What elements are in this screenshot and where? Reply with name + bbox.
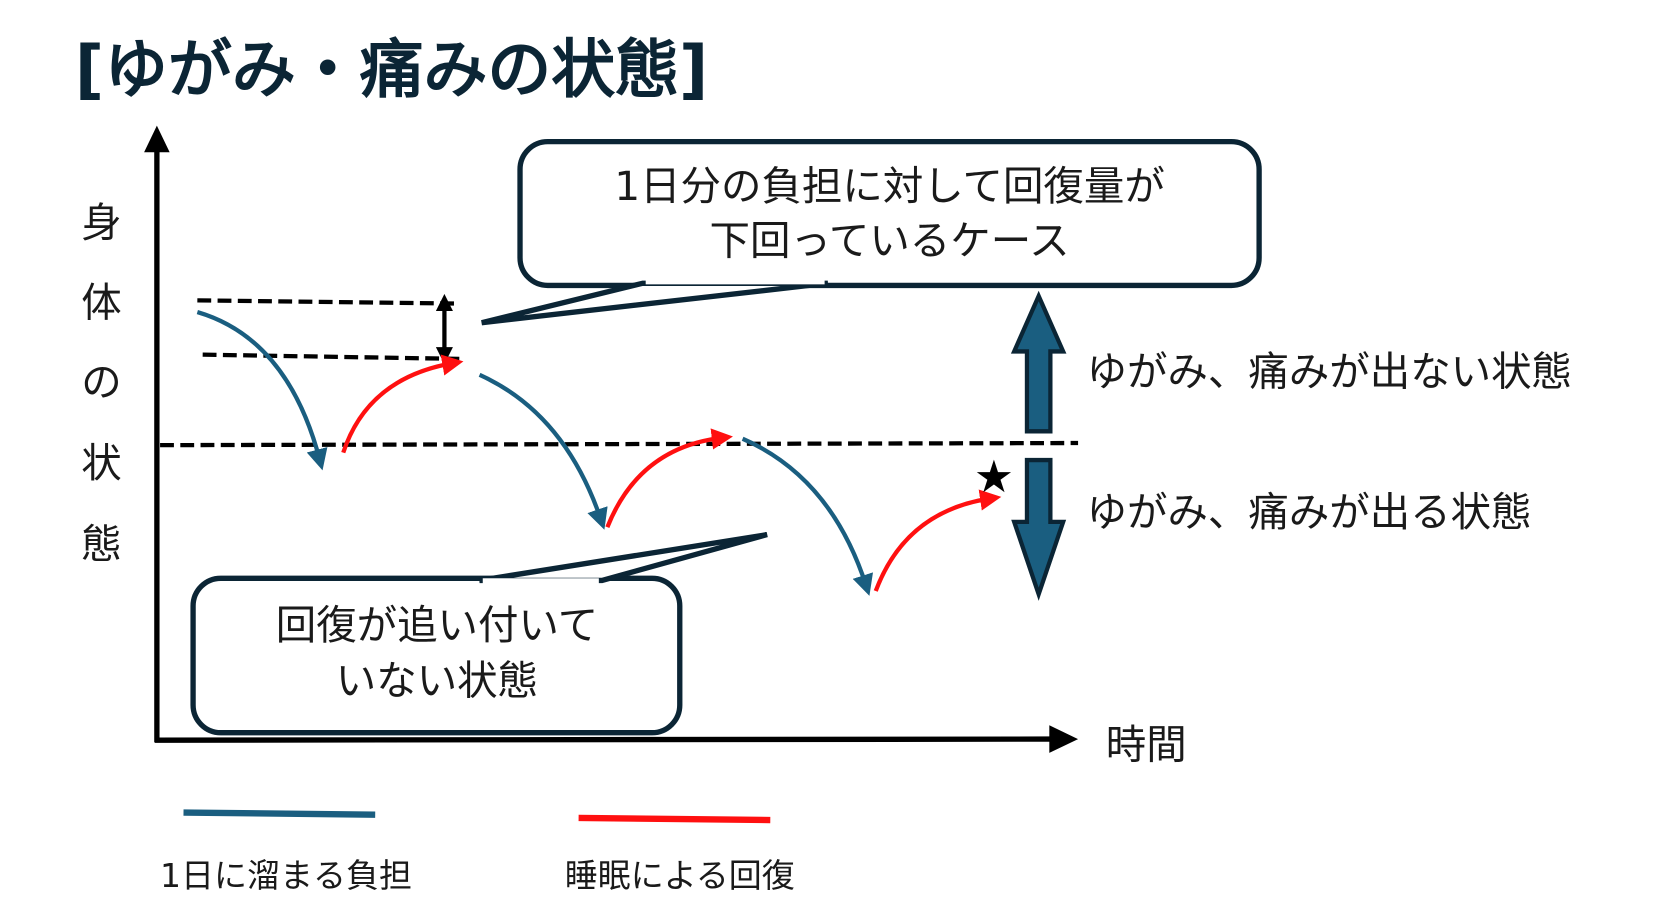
top-callout-line2: 下回っているケース <box>710 217 1070 265</box>
legend-recovery-swatch <box>578 814 771 824</box>
legend-burden-swatch <box>183 809 376 818</box>
x-axis-arrow-icon <box>1049 725 1079 753</box>
y-axis-label: 身 体 の 状 態 <box>81 198 121 568</box>
svg-text:身: 身 <box>81 198 121 246</box>
bottom-callout: 回復が追い付いて いない状態 <box>190 531 768 736</box>
down-arrow-icon <box>1011 457 1067 601</box>
x-axis <box>154 725 1079 753</box>
recovery-curve <box>873 489 1002 592</box>
legend-burden-label: 1日に溜まる負担 <box>160 856 412 895</box>
no-pain-state-label: ゆがみ、痛みが出ない状態 <box>1087 348 1572 396</box>
x-axis-label: 時間 <box>1106 720 1187 768</box>
svg-text:の: の <box>81 358 121 406</box>
diagram-title: [ゆがみ・痛みの状態] <box>75 34 708 108</box>
top-callout: 1日分の負担に対して回復量が 下回っているケース <box>481 138 1262 326</box>
reference-lines <box>160 298 1079 448</box>
end-level-line <box>202 352 461 362</box>
burden-curve <box>196 309 328 471</box>
up-arrow-icon <box>1010 290 1067 434</box>
legend-recovery-label: 睡眠による回復 <box>565 856 795 895</box>
burden-curve <box>478 372 608 530</box>
recovery-curve <box>341 354 464 454</box>
top-callout-line1: 1日分の負担に対して回復量が <box>614 162 1164 210</box>
y-axis-arrow-icon <box>144 125 170 153</box>
recovery-curve <box>605 428 733 528</box>
svg-text:態: 態 <box>81 520 121 568</box>
y-axis <box>144 125 170 743</box>
pain-state-label: ゆがみ、痛みが出る状態 <box>1087 488 1532 536</box>
star-icon: ★ <box>974 450 1014 503</box>
bottom-callout-line1: 回復が追い付いて <box>276 601 598 649</box>
burden-curve <box>741 436 873 596</box>
start-level-line <box>197 298 456 306</box>
bottom-callout-line2: いない状態 <box>336 656 538 704</box>
legend: 1日に溜まる負担 睡眠による回復 <box>160 809 795 895</box>
threshold-line <box>160 440 1079 448</box>
burden-curves <box>196 309 873 596</box>
svg-text:体: 体 <box>81 278 121 326</box>
svg-text:状: 状 <box>81 439 121 487</box>
recovery-curves <box>341 354 1002 592</box>
